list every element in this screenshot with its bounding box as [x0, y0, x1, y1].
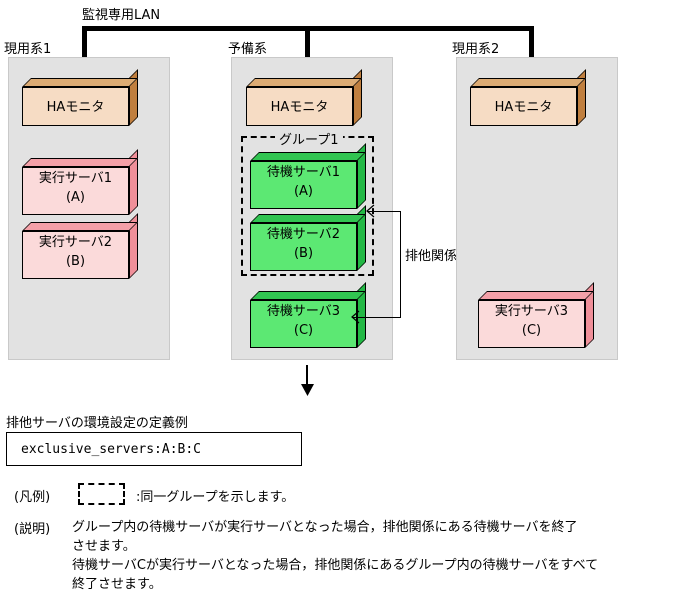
box-active-server-1: 実行サーバ1 (A)	[22, 149, 138, 215]
box-label-line1: 待機サーバ2	[266, 227, 341, 242]
note-key: (説明)	[14, 522, 51, 537]
box-ha-monitor-system1: HAモニタ	[22, 69, 138, 126]
box-label-line1: 待機サーバ3	[266, 304, 341, 319]
lan-drop-system1	[82, 26, 87, 57]
box-top-face	[246, 78, 362, 87]
box-label-line1: 実行サーバ3	[494, 304, 569, 319]
relation-arrowhead-upper	[366, 204, 375, 218]
config-value-box: exclusive_servers:A:B:C	[6, 432, 302, 466]
config-value-text: exclusive_servers:A:B:C	[21, 442, 202, 457]
box-label-line1: HAモニタ	[270, 100, 329, 115]
box-label-line2: (C)	[293, 323, 314, 338]
panel-title-standby: 予備系	[228, 42, 268, 57]
box-standby-server-3: 待機サーバ3 (C)	[250, 282, 366, 348]
box-front-face	[250, 223, 357, 271]
box-label-line2: (B)	[293, 246, 314, 261]
box-front-face	[250, 300, 357, 348]
box-front-face	[22, 167, 129, 215]
box-label-line2: (A)	[65, 190, 86, 205]
box-top-face	[250, 214, 366, 223]
box-top-face	[470, 78, 586, 87]
relation-line-vertical	[400, 211, 401, 318]
box-top-face	[22, 222, 138, 231]
lan-label: 監視専用LAN	[82, 8, 161, 23]
legend-dashed-swatch	[78, 483, 125, 505]
box-label-line2: (A)	[293, 184, 314, 199]
relation-line-upper	[367, 211, 401, 212]
box-front-face	[22, 87, 129, 126]
flow-arrow-line	[306, 365, 308, 387]
legend-key: (凡例)	[14, 490, 51, 505]
panel-title-system1: 現用系1	[4, 42, 52, 57]
box-top-face	[478, 291, 594, 300]
group-box-label: グループ1	[275, 129, 343, 148]
legend-text: :同一グループを示します。	[136, 490, 295, 505]
box-ha-monitor-system2: HAモニタ	[470, 69, 586, 126]
box-top-face	[250, 152, 366, 161]
relation-line-lower	[352, 317, 401, 318]
box-front-face	[470, 87, 577, 126]
box-front-face	[22, 231, 129, 279]
box-label-line2: (B)	[65, 254, 86, 269]
box-standby-server-2: 待機サーバ2 (B)	[250, 205, 366, 271]
box-label-line1: 実行サーバ2	[38, 235, 113, 250]
box-top-face	[22, 158, 138, 167]
box-label-line2: (C)	[521, 323, 542, 338]
box-label-line1: 実行サーバ1	[38, 171, 113, 186]
flow-arrow-head	[301, 384, 314, 396]
panel-title-system2: 現用系2	[452, 42, 500, 57]
box-front-face	[246, 87, 353, 126]
note-text: グループ内の待機サーバが実行サーバとなった場合，排他関係にある待機サーバを終了 …	[72, 520, 599, 592]
lan-drop-system2	[529, 26, 534, 57]
lan-drop-standby	[305, 26, 310, 57]
box-active-server-3: 実行サーバ3 (C)	[478, 282, 594, 348]
box-label-line1: 待機サーバ1	[266, 165, 341, 180]
box-front-face	[478, 300, 585, 348]
box-label-line1: HAモニタ	[494, 100, 553, 115]
relation-arrowhead-lower	[351, 310, 360, 324]
box-front-face	[250, 161, 357, 209]
box-active-server-2: 実行サーバ2 (B)	[22, 213, 138, 279]
relation-label: 排他関係	[405, 249, 458, 264]
config-caption: 排他サーバの環境設定の定義例	[6, 416, 188, 431]
box-top-face	[22, 78, 138, 87]
box-ha-monitor-standby: HAモニタ	[246, 69, 362, 126]
box-standby-server-1: 待機サーバ1 (A)	[250, 143, 366, 209]
box-label-line1: HAモニタ	[46, 100, 105, 115]
box-top-face	[250, 291, 366, 300]
